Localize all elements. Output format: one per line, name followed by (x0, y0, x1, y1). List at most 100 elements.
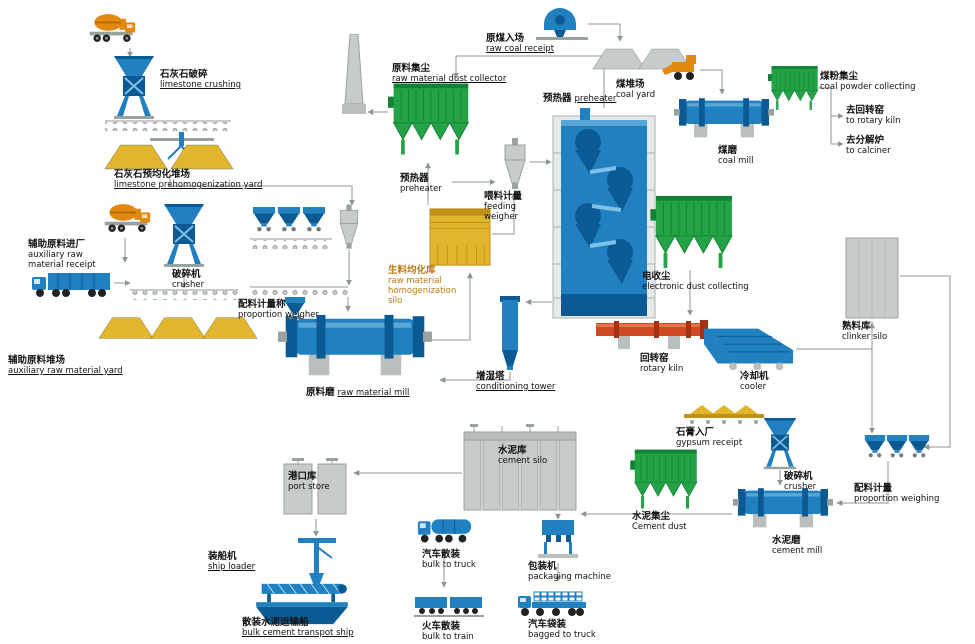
packaging-machine-icon (536, 518, 580, 560)
cement-silo-icon (462, 424, 578, 512)
label-en: gypsum receipt (676, 438, 743, 448)
label-zh: 预热器 (543, 93, 572, 104)
label-en: bulk to truck (422, 560, 476, 570)
rotary-kiln-icon (596, 318, 708, 352)
label-en: to rotary kiln (846, 116, 901, 126)
label-en: coal mill (718, 156, 754, 166)
label-en: auxiliary raw material yard (8, 366, 123, 376)
label-en: raw coal receipt (486, 44, 555, 54)
label-en: bagged to truck (528, 630, 596, 640)
label-en: conditioning tower (476, 382, 556, 392)
proportioning-bin-icon (252, 206, 276, 232)
label-zh: 辅助原料堆场 (8, 355, 66, 366)
label-zh: 火车散装 (422, 621, 461, 632)
conditioning-tower-icon (496, 296, 524, 370)
bagged-cement-truck-icon (516, 584, 588, 618)
label-zh: 破碎机 (172, 269, 201, 280)
mixer-truck-icon (101, 198, 153, 238)
label-zh: 石灰石预均化堆场 (114, 169, 191, 180)
limestone-pile-icon (170, 142, 234, 172)
coal-dust-collector-icon (768, 58, 820, 118)
label-en: bulk cement transpot ship (242, 628, 354, 638)
label-zh: 石灰石破碎 (160, 69, 208, 80)
label-en: auxiliary raw material receipt (28, 250, 96, 270)
conveyor-rollers (105, 122, 348, 300)
label-en: packaging machine (528, 572, 612, 582)
feeding-cyclone-icon (500, 136, 530, 192)
cement-dust-collector-icon (626, 448, 704, 510)
electrostatic-dust-collector-icon (650, 194, 736, 270)
aux-material-pile-icon (150, 314, 206, 342)
label-zh: 冷却机 (740, 371, 769, 382)
label-zh: 熟料库 (842, 321, 871, 332)
label-zh: 汽车散装 (422, 549, 461, 560)
label-en: cement silo (498, 456, 548, 466)
label-en: clinker silo (842, 332, 888, 342)
label-en: Cement dust (632, 522, 687, 532)
bulk-tanker-truck-icon (416, 510, 474, 548)
label-zh: 配料计量称 (238, 299, 286, 310)
label-en: crusher (784, 482, 817, 492)
label-en: crusher (172, 280, 205, 290)
label-zh: 煤堆场 (616, 79, 645, 90)
clinker-silo-icon (844, 236, 900, 320)
label-en: preheater (574, 94, 617, 104)
preheater-tower-icon (552, 108, 656, 322)
label-en: proportion weighing (854, 494, 940, 504)
label-en: electronic dust collecting (642, 282, 749, 292)
filter-cyclone-icon (336, 204, 362, 250)
label-zh: 配料计量 (854, 483, 893, 494)
label-zh: 港口库 (288, 471, 317, 482)
label-en: raw material mill (337, 388, 410, 398)
label-zh: 去回转窑 (846, 105, 885, 116)
label-en: port store (288, 482, 330, 492)
label-zh: 增湿塔 (476, 371, 505, 382)
train-icon (414, 590, 484, 620)
label-zh: 装船机 (208, 551, 237, 562)
label-zh: 原料磨 (306, 387, 335, 398)
label-zh: 辅助原料进厂 (28, 239, 86, 250)
label-zh: 预热器 (400, 173, 429, 184)
label-en: to calciner (846, 146, 891, 156)
label-en: ship loader (208, 562, 256, 572)
label-en: rotary kiln (640, 364, 684, 374)
limestone-crusher-icon (112, 56, 156, 120)
label-en: limestone prehomogenization yard (114, 180, 263, 190)
raw-material-dust-collector-icon (388, 78, 472, 160)
aux-material-pile-icon (98, 314, 154, 342)
coal-mill-icon (674, 94, 774, 144)
label-zh: 原料集尘 (392, 63, 431, 74)
label-zh: 原煤入场 (486, 33, 525, 44)
label-en: cement mill (772, 546, 823, 556)
label-zh: 煤磨 (718, 145, 738, 156)
label-zh: 水泥库 (498, 445, 527, 456)
label-zh: 水泥磨 (772, 535, 801, 546)
proportioning-bin-icon (864, 434, 886, 458)
label-en: raw material homogenization silo (388, 276, 457, 306)
chimney-icon (342, 34, 366, 116)
